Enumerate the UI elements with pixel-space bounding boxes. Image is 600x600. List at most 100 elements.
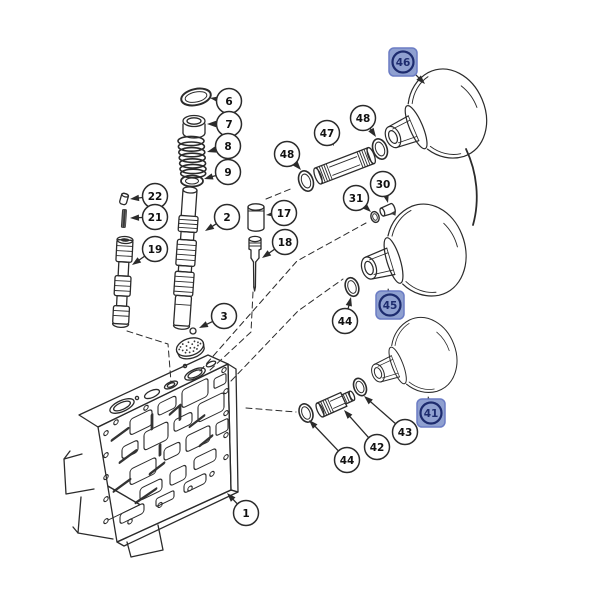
- callout-number: 48: [280, 149, 295, 161]
- callout-44[interactable]: 44: [309, 420, 361, 474]
- callout-44[interactable]: 44: [331, 297, 359, 335]
- callout-31[interactable]: 31: [342, 184, 372, 213]
- o-ring-48-right: [371, 138, 389, 160]
- callout-42[interactable]: 42: [344, 410, 391, 461]
- leader-arrowhead: [227, 493, 236, 502]
- callout-circle: [232, 499, 260, 527]
- callout-number: 46: [396, 57, 411, 69]
- callout-number: 48: [356, 113, 371, 125]
- valve-body: [63, 354, 239, 558]
- needle-valve-18: [248, 235, 262, 292]
- callout-8[interactable]: 8: [207, 132, 242, 160]
- callout-number: 3: [220, 311, 227, 323]
- callout-circle: [333, 446, 361, 474]
- callout-number: 44: [338, 316, 353, 328]
- leader-line: [311, 423, 339, 452]
- callout-number: 7: [225, 119, 232, 131]
- callout-number: 22: [148, 191, 163, 203]
- body-front-details: [103, 367, 229, 525]
- callout-circle: [391, 50, 415, 74]
- retainer-cap-7: [182, 114, 206, 139]
- bolt-holes: [103, 367, 229, 525]
- check-ball-3: [189, 327, 197, 335]
- callout-47[interactable]: 47: [313, 119, 341, 147]
- leader-arrowhead: [207, 146, 217, 153]
- plug-17: [247, 203, 265, 232]
- callout-number: 2: [223, 212, 230, 224]
- callout-46[interactable]: 46: [388, 47, 425, 84]
- callout-circle: [313, 119, 341, 147]
- leader-arrowhead: [130, 214, 140, 221]
- callout-43[interactable]: 43: [364, 396, 419, 446]
- leader-line: [367, 398, 397, 425]
- callout-48[interactable]: 48: [349, 104, 377, 138]
- callout-circle: [331, 307, 359, 335]
- callout-number: 9: [224, 167, 231, 179]
- fitting-30: [379, 202, 397, 217]
- leader-arrowhead: [345, 297, 352, 307]
- callout-number: 30: [376, 179, 391, 191]
- body-top-ports: [109, 360, 217, 414]
- callout-6[interactable]: 6: [210, 87, 243, 115]
- callout-number: 6: [225, 96, 232, 108]
- callout-2[interactable]: 2: [205, 203, 241, 232]
- callout-circle: [141, 203, 169, 231]
- callout-circle: [214, 132, 242, 160]
- callout-19[interactable]: 19: [132, 235, 169, 266]
- callout-number: 31: [349, 193, 364, 205]
- leader-arrowhead: [205, 223, 215, 231]
- callout-circle: [271, 228, 299, 256]
- callout-21[interactable]: 21: [130, 203, 169, 231]
- valve-spool-19: [111, 235, 134, 329]
- callout-9[interactable]: 9: [204, 158, 242, 186]
- callout-number: 43: [398, 427, 413, 439]
- callout-circle: [213, 203, 241, 231]
- callout-17[interactable]: 17: [266, 199, 298, 227]
- callout-circle: [378, 293, 402, 317]
- filter-disc: [175, 337, 205, 360]
- callout-22[interactable]: 22: [130, 182, 169, 210]
- callout-1[interactable]: 1: [227, 493, 260, 527]
- callout-30[interactable]: 30: [369, 170, 397, 204]
- roll-pin-21: [120, 208, 128, 229]
- arc-line: [465, 148, 478, 226]
- spring-8: [177, 135, 207, 179]
- callout-circle: [210, 302, 238, 330]
- callout-circle: [273, 140, 301, 168]
- leader-line: [346, 413, 370, 439]
- callout-layer: 6789222211917183484748303146454441434244…: [130, 47, 446, 527]
- leader-arrowhead: [364, 396, 373, 405]
- leader-arrowhead: [309, 420, 318, 429]
- callout-number: 21: [148, 212, 163, 224]
- callout-41[interactable]: 41: [416, 396, 446, 428]
- callout-circle: [342, 184, 370, 212]
- callout-circle: [391, 418, 419, 446]
- callout-3[interactable]: 3: [199, 302, 238, 330]
- callout-number: 1: [242, 508, 249, 520]
- o-ring-6: [180, 87, 212, 107]
- leader-arrowhead: [130, 194, 140, 202]
- callout-circle: [214, 158, 242, 186]
- callout-number: 42: [370, 442, 385, 454]
- callout-45[interactable]: 45: [375, 288, 405, 320]
- leader-arrowhead: [368, 127, 376, 137]
- callout-18[interactable]: 18: [262, 228, 299, 259]
- pin-22: [119, 192, 130, 206]
- o-ring-48-left: [297, 170, 315, 192]
- callout-number: 47: [320, 128, 335, 140]
- callout-number: 8: [224, 141, 231, 153]
- callout-48[interactable]: 48: [273, 140, 302, 171]
- valve-spool-2: [172, 186, 199, 330]
- callout-number: 17: [277, 208, 292, 220]
- callout-number: 18: [278, 237, 293, 249]
- leader-arrowhead: [344, 410, 353, 419]
- fitting-42: [315, 390, 356, 418]
- adapter-fitting-47: [313, 146, 377, 185]
- leader-arrowhead: [132, 257, 142, 265]
- o-ring-44-middle: [344, 276, 360, 298]
- callout-circle: [363, 433, 391, 461]
- leader-arrowhead: [416, 75, 425, 84]
